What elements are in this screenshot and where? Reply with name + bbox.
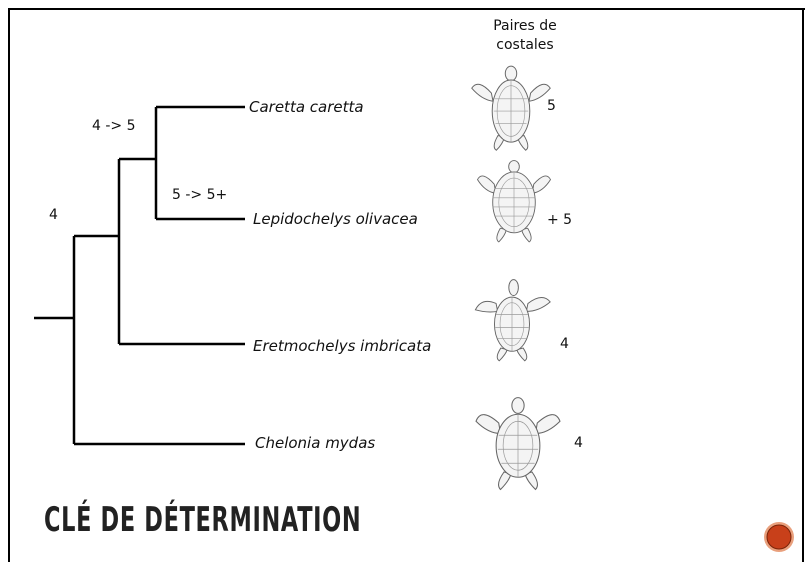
costal-count-chelonia: 4 (574, 435, 583, 451)
slide-title: CLÉ DE DÉTERMINATION (44, 500, 361, 540)
species-name-caretta: Caretta caretta (249, 98, 364, 116)
species-name-eretmochelys: Eretmochelys imbricata (253, 337, 431, 355)
node1-change-label: 4 -> 5 (92, 118, 136, 134)
turtle-icon (472, 278, 552, 364)
species-name-chelonia: Chelonia mydas (255, 434, 375, 452)
costal-count-lepidochelys: + 5 (547, 212, 572, 228)
costal-pairs-header: Paires de costales (470, 17, 580, 55)
costal-count-eretmochelys: 4 (560, 336, 569, 352)
header-line-2: costales (470, 36, 580, 55)
costal-count-caretta: 5 (547, 98, 556, 114)
species-name-lepidochelys: Lepidochelys olivacea (253, 210, 418, 228)
turtle-icon (476, 158, 552, 246)
turtle-icon (470, 62, 552, 156)
orange-circle-icon (762, 520, 796, 554)
header-line-1: Paires de (470, 17, 580, 36)
turtle-icon (474, 395, 562, 493)
node2-change-label: 5 -> 5+ (172, 187, 227, 203)
root-state-label: 4 (49, 207, 58, 223)
